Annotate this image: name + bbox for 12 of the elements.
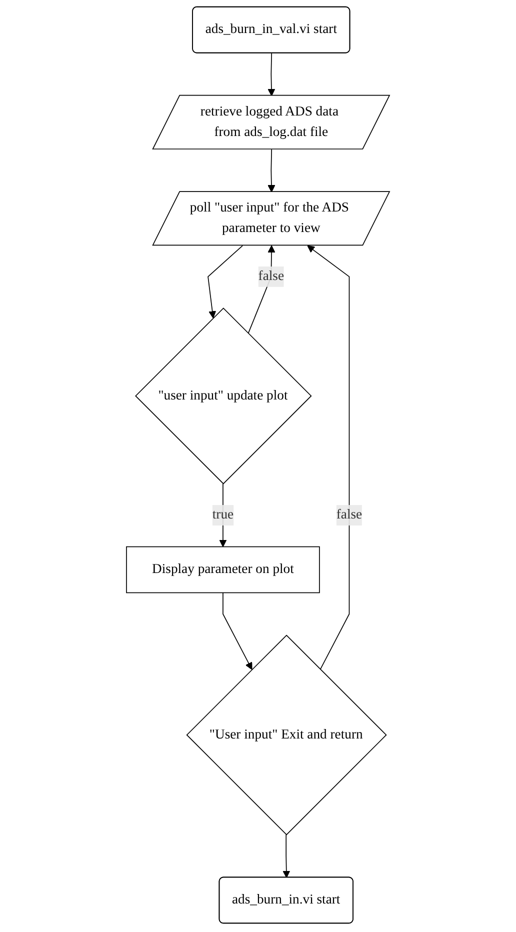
node-diamond: "User input" Exit and return bbox=[186, 634, 387, 836]
arrow bbox=[268, 52, 276, 96]
arrow bbox=[268, 149, 276, 192]
edge-label: false bbox=[336, 508, 362, 522]
node-box: Display parameter on plot bbox=[126, 546, 320, 594]
arrow bbox=[222, 592, 252, 670]
edge-label: true bbox=[212, 508, 234, 522]
arrow bbox=[208, 245, 243, 318]
edge-label: false bbox=[258, 269, 284, 284]
node-diamond: "user input" update plot bbox=[135, 308, 312, 484]
arrow bbox=[307, 245, 350, 670]
arrow bbox=[282, 834, 290, 878]
